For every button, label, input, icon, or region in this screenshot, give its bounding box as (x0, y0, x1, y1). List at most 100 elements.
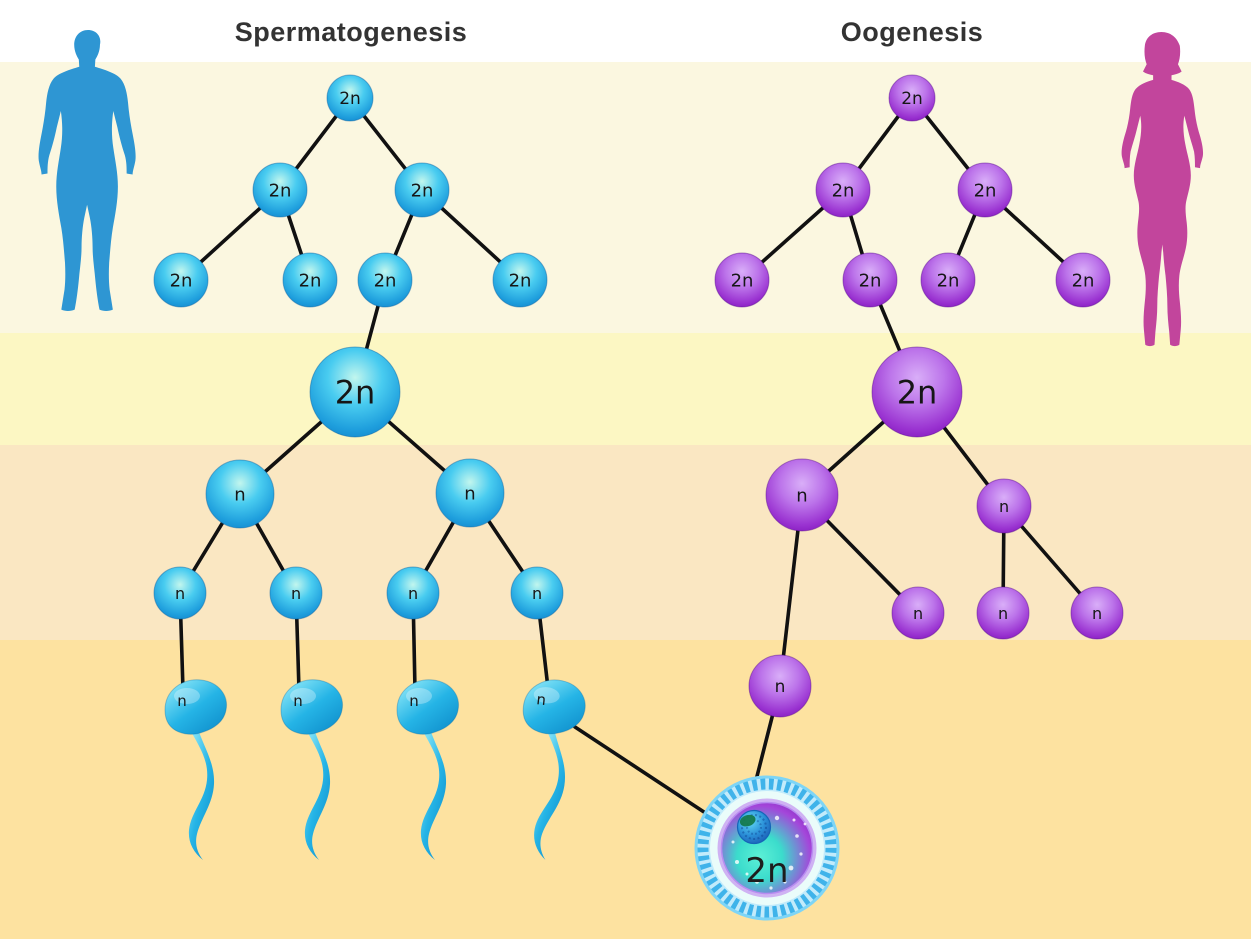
cell-circle (492, 252, 548, 308)
cell-circle (871, 346, 963, 438)
female-silhouette (1121, 32, 1204, 347)
background-band (0, 62, 1251, 333)
cell-node-n: n (435, 458, 505, 528)
sperm-ploidy-label: n (536, 690, 547, 709)
cell-ploidy-label: n (796, 485, 807, 506)
cell-node-n: n (205, 459, 275, 529)
cell-node-2n: 2n (282, 252, 338, 308)
cell-ploidy-label: n (234, 484, 245, 505)
cell-ploidy-label: n (291, 584, 301, 603)
cell-ploidy-label: n (532, 584, 542, 603)
nucleus-spot (739, 814, 756, 827)
cell-circle (714, 252, 770, 308)
cell-node-2n: 2n (153, 252, 209, 308)
cell-circle (765, 458, 839, 532)
cell-circle (957, 162, 1013, 218)
cell-circle (976, 478, 1032, 534)
cell-nodes: 2n 2n 2n 2n 2n 2n 2n 2n n n n n n n 2n 2n 2n 2n 2n 2n 2n 2n n n… (153, 74, 1124, 718)
cell-node-2n: 2n (492, 252, 548, 308)
cell-ploidy-label: 2n (731, 270, 754, 291)
cell-circle (153, 252, 209, 308)
cell-node-2n: 2n (309, 346, 401, 438)
cell-circle (842, 252, 898, 308)
cell-node-2n: 2n (842, 252, 898, 308)
cell-circle (153, 566, 207, 620)
cell-circle (815, 162, 871, 218)
cytoplasm-speckles (731, 815, 807, 890)
cell-node-2n: 2n (888, 74, 936, 122)
cell-ploidy-label: 2n (901, 89, 923, 109)
cell-node-n: n (510, 566, 564, 620)
cell-ploidy-label: n (999, 497, 1009, 516)
cell-circle (252, 162, 308, 218)
cell-ploidy-label: n (1092, 604, 1102, 623)
cell-node-2n: 2n (326, 74, 374, 122)
male-figure-shape (38, 30, 136, 312)
cell-ploidy-label: 2n (859, 270, 882, 291)
egg-ploidy-label: 2n (745, 851, 788, 891)
cell-circle (748, 654, 812, 718)
cell-circle (510, 566, 564, 620)
spermatogenesis-title: Spermatogenesis (234, 17, 468, 47)
cell-node-2n: 2n (394, 162, 450, 218)
female-figure-shape (1121, 32, 1204, 347)
cell-ploidy-label: n (998, 604, 1008, 623)
cell-ploidy-label: n (913, 604, 923, 623)
sperm-nucleus (736, 809, 772, 845)
cell-ploidy-label: 2n (832, 180, 855, 201)
cell-ploidy-label: 2n (974, 180, 997, 201)
cell-ploidy-label: 2n (335, 374, 376, 412)
oogenesis-title: Oogenesis (840, 17, 984, 47)
cell-ploidy-label: 2n (374, 270, 397, 291)
cell-circle (269, 566, 323, 620)
background-band (0, 445, 1251, 640)
sperm-ploidy-label: n (409, 692, 419, 710)
lineage-line (573, 725, 709, 816)
cell-circle (386, 566, 440, 620)
cell-node-n: n (269, 566, 323, 620)
cell-ploidy-label: 2n (1072, 270, 1095, 291)
cell-node-2n: 2n (957, 162, 1013, 218)
background-band (0, 333, 1251, 445)
cell-circle (1055, 252, 1111, 308)
cell-node-2n: 2n (252, 162, 308, 218)
cell-ploidy-label: 2n (937, 270, 960, 291)
cell-ploidy-label: n (775, 677, 786, 697)
cell-node-n: n (748, 654, 812, 718)
cell-node-2n: 2n (871, 346, 963, 438)
corona-bead-ring (697, 778, 837, 918)
cell-node-n: n (976, 586, 1030, 640)
cell-ploidy-label: 2n (509, 270, 532, 291)
sperm-ploidy-label: n (177, 692, 187, 710)
sperm-cell: n (507, 676, 589, 863)
cell-node-n: n (386, 566, 440, 620)
sperm-cell: n (396, 679, 460, 861)
cell-circle (888, 74, 936, 122)
cell-circle (976, 586, 1030, 640)
cell-circle (205, 459, 275, 529)
cell-ploidy-label: n (175, 584, 185, 603)
cell-ploidy-label: 2n (411, 180, 434, 201)
cell-node-n: n (153, 566, 207, 620)
cell-circle (326, 74, 374, 122)
cell-ploidy-label: 2n (299, 270, 322, 291)
cell-circle (357, 252, 413, 308)
cell-node-2n: 2n (920, 252, 976, 308)
cell-circle (920, 252, 976, 308)
sperm-cell: n (164, 679, 228, 861)
sperm-cell: n (280, 679, 344, 861)
cell-ploidy-label: 2n (170, 270, 193, 291)
cell-node-n: n (891, 586, 945, 640)
cell-node-2n: 2n (815, 162, 871, 218)
background-band (0, 0, 1251, 62)
cell-ploidy-label: n (408, 584, 418, 603)
cell-node-2n: 2n (714, 252, 770, 308)
cell-node-n: n (976, 478, 1032, 534)
cell-circle (282, 252, 338, 308)
cell-node-n: n (765, 458, 839, 532)
cell-ploidy-label: 2n (897, 374, 938, 412)
cell-node-2n: 2n (1055, 252, 1111, 308)
